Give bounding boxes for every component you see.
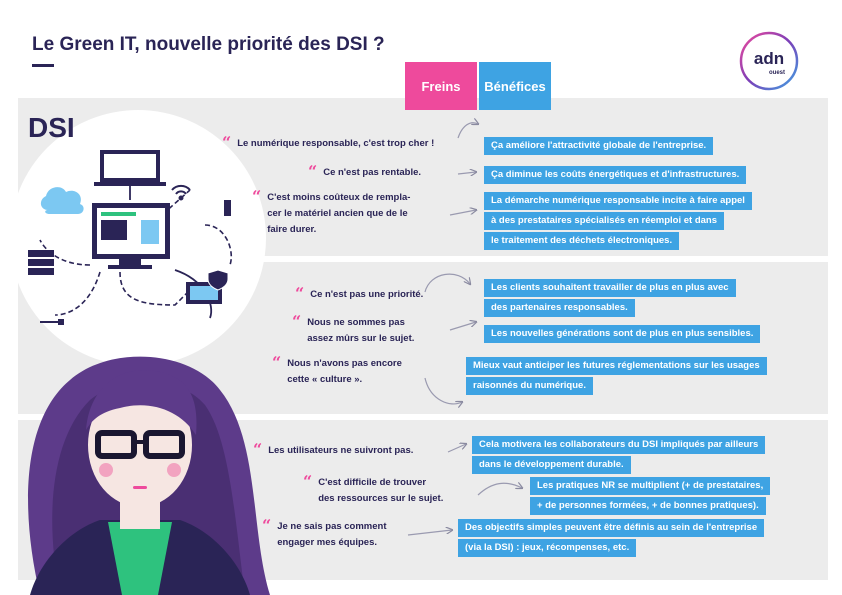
benefice-text-line: Les pratiques NR se multiplient (+ de pr… (530, 477, 771, 495)
benefice-text-line: Les clients souhaitent travailler de plu… (484, 279, 736, 297)
frein-text-line: assez mûrs sur le sujet. (307, 333, 415, 344)
arrow-icon (407, 530, 452, 536)
frein-quote: “ Je ne sais pas comment engager mes équ… (262, 516, 387, 551)
frein-text-line: faire durer. (267, 224, 317, 235)
benefice-text-line: Cela motivera les collaborateurs du DSI … (472, 436, 766, 454)
quote-icon: “ (252, 187, 262, 206)
quote-icon: “ (272, 353, 282, 372)
frein-quote: “ Nous ne sommes pas assez mûrs sur le s… (292, 312, 415, 347)
benefice-box: Mieux vaut anticiper les futures régleme… (466, 357, 767, 397)
frein-text-line: des ressources sur le sujet. (318, 493, 444, 504)
arrow-icon (449, 322, 476, 331)
benefice-text-line: Ça améliore l'attractivité globale de l'… (484, 137, 714, 155)
benefice-text-line: des partenaires responsables. (484, 299, 635, 317)
arrow-icon (457, 172, 476, 174)
arrow-icon (424, 377, 462, 404)
benefice-box: Les nouvelles générations sont de plus e… (484, 325, 761, 345)
quote-icon: “ (262, 516, 272, 535)
frein-text-line: C'est moins coûteux de rempla- (267, 192, 411, 203)
benefice-box: Ça améliore l'attractivité globale de l'… (484, 137, 714, 157)
benefice-text-line: (via la DSI) : jeux, récompenses, etc. (458, 539, 637, 557)
frein-quote: “ Les utilisateurs ne suivront pas. (253, 440, 414, 459)
frein-text-line: Les utilisateurs ne suivront pas. (268, 445, 414, 456)
woman-portrait (28, 356, 271, 595)
benefice-box: Ça diminue les coûts énergétiques et d'i… (484, 166, 747, 186)
frein-quote: “ Nous n'avons pas encore cette « cultur… (272, 353, 402, 388)
wifi-icon (171, 184, 191, 201)
frein-text-line: cer le matériel ancien que de le (267, 208, 408, 219)
server-icon (28, 250, 54, 275)
benefice-text-line: Ça diminue les coûts énergétiques et d'i… (484, 166, 747, 184)
frein-text-line: cette « culture ». (287, 374, 363, 385)
frein-text-line: Je ne sais pas comment (277, 521, 387, 532)
benefice-box: Les clients souhaitent travailler de plu… (484, 279, 736, 319)
benefice-text-line: La démarche numérique responsable incite… (484, 192, 752, 210)
arrow-icon (449, 210, 476, 216)
logo-text-main: adn (754, 49, 784, 68)
title-underline (32, 64, 54, 67)
benefice-text-line: Mieux vaut anticiper les futures régleme… (466, 357, 767, 375)
benefice-text-line: Des objectifs simples peuvent être défin… (458, 519, 765, 537)
quote-icon: “ (292, 312, 302, 331)
benefice-box: Des objectifs simples peuvent être défin… (458, 519, 765, 559)
logo-text-sub: ouest (769, 70, 785, 76)
arrow-icon (457, 123, 478, 139)
benefice-text-line: + de personnes formées, + de bonnes prat… (530, 497, 766, 515)
usb-plug-icon (224, 200, 231, 216)
frein-quote: “ Le numérique responsable, c'est trop c… (222, 133, 435, 152)
cloud-icon (40, 187, 84, 214)
quote-icon: “ (303, 472, 313, 491)
frein-text-line: Nous ne sommes pas (307, 317, 405, 328)
quote-icon: “ (295, 284, 305, 303)
tab-freins: Freins (405, 62, 477, 110)
adn-ouest-logo: adn ouest (739, 31, 799, 91)
frein-text-line: Nous n'avons pas encore (287, 358, 402, 369)
frein-text-line: engager mes équipes. (277, 537, 377, 548)
dsi-heading: DSI (28, 112, 75, 143)
frein-quote: “ C'est difficile de trouver des ressour… (303, 472, 444, 507)
frein-quote: “ Ce n'est pas une priorité. (295, 284, 424, 303)
arrow-icon (424, 273, 470, 293)
frein-quote: “ Ce n'est pas rentable. (308, 162, 422, 181)
arrow-icon (477, 483, 522, 496)
benefice-box: Les pratiques NR se multiplient (+ de pr… (530, 477, 771, 517)
benefice-text-line: Les nouvelles générations sont de plus e… (484, 325, 761, 343)
arrow-icon (447, 444, 466, 453)
benefice-box: La démarche numérique responsable incite… (484, 192, 752, 252)
page-title: Le Green IT, nouvelle priorité des DSI ? (32, 34, 385, 55)
frein-text-line: Le numérique responsable, c'est trop che… (237, 138, 435, 149)
frein-text-line: C'est difficile de trouver (318, 477, 427, 488)
frein-quote: “ C'est moins coûteux de rempla- cer le … (252, 187, 411, 238)
benefice-text-line: le traitement des déchets électroniques. (484, 232, 680, 250)
quote-icon: “ (253, 440, 263, 459)
benefice-text-line: dans le développement durable. (472, 456, 631, 474)
dsi-illustration (10, 110, 271, 595)
benefice-text-line: raisonnés du numérique. (466, 377, 593, 395)
quote-icon: “ (222, 133, 232, 152)
tab-benefices: Bénéfices (479, 62, 551, 110)
quote-icon: “ (308, 162, 318, 181)
frein-text-line: Ce n'est pas rentable. (323, 167, 422, 178)
frein-text-line: Ce n'est pas une priorité. (310, 289, 424, 300)
benefice-box: Cela motivera les collaborateurs du DSI … (472, 436, 766, 476)
benefice-text-line: à des prestataires spécialisés en réempl… (484, 212, 725, 230)
